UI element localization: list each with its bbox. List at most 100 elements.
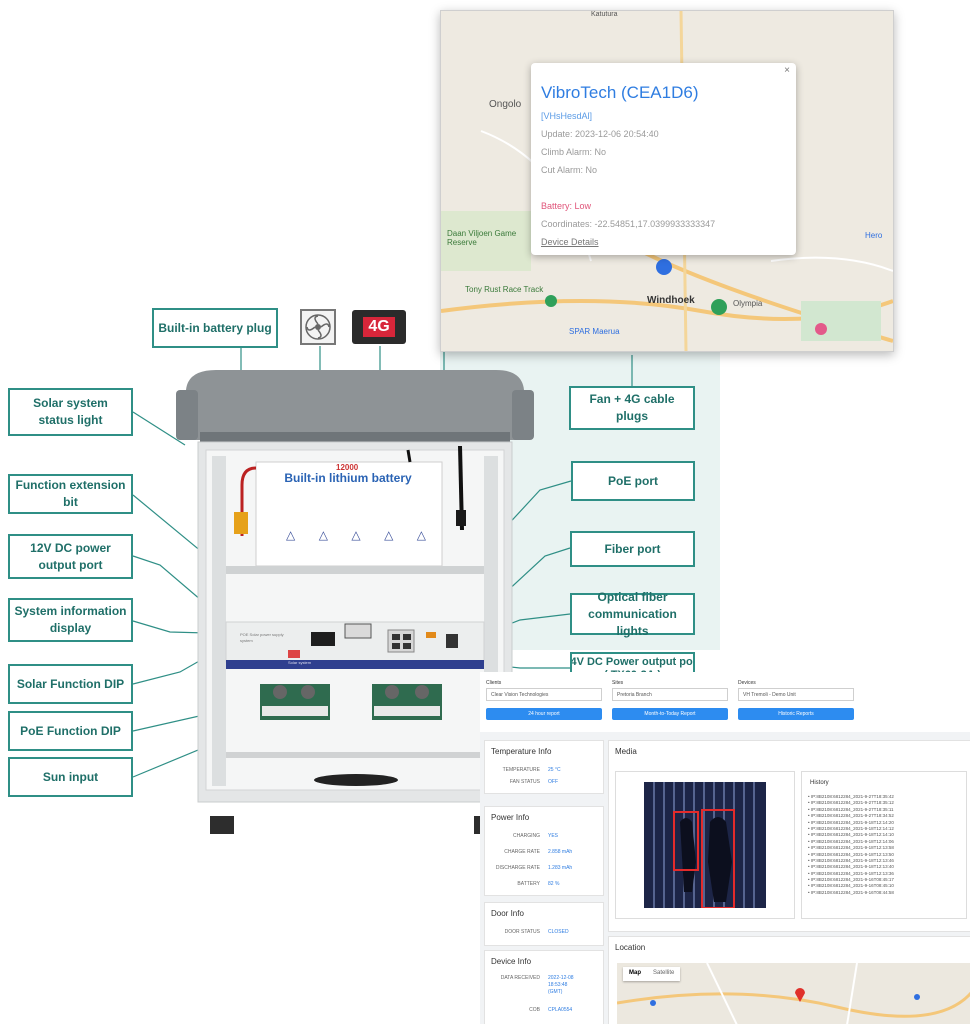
- history-title: History: [810, 780, 829, 786]
- kv-key: COB: [529, 1007, 540, 1013]
- history-item[interactable]: • IP:8B2108:6812284_2021-9-18T12:13:50: [808, 852, 894, 858]
- card-title: Device Info: [491, 957, 531, 966]
- kv-key: CHARGING: [513, 833, 540, 839]
- media-card: Media History • IP:8B2108:6812284_2021-9…: [608, 740, 970, 932]
- kv-value: OFF: [548, 779, 558, 785]
- map-label-race-track: Tony Rust Race Track: [465, 285, 543, 294]
- devices-select[interactable]: VH Tremoli - Demo Unit: [738, 688, 854, 701]
- battery-warning-icons: △ △ △ △ △: [286, 528, 426, 542]
- warning-icon: △: [351, 528, 360, 542]
- camera-snapshot-image[interactable]: [644, 782, 766, 908]
- historic-reports-button[interactable]: Historic Reports: [738, 708, 854, 720]
- history-item[interactable]: • IP:8B2108:6812284_2021-9-16T08:44:58: [808, 890, 894, 896]
- callout-label: Sun input: [43, 769, 98, 786]
- callout-function-extension-bit: Function extension bit: [8, 474, 133, 514]
- warning-icon: △: [417, 528, 426, 542]
- card-title: Door Info: [491, 909, 524, 918]
- clients-select-value: Clear Vision Technologies: [491, 692, 548, 698]
- media-image-frame: [615, 771, 795, 919]
- kv-value: 82 %: [548, 881, 559, 887]
- history-panel: History • IP:8B2108:6812284_2021-9-27T18…: [801, 771, 967, 919]
- kv-key: DATA RECEIVED: [501, 975, 540, 981]
- sites-select-value: Pretoria Branch: [617, 692, 652, 698]
- panel-label: POE Solar power supply system: [240, 632, 296, 644]
- callout-12v-dc-output: 12V DC power output port: [8, 534, 133, 579]
- callout-label: Solar system status light: [14, 395, 127, 429]
- card-title: Location: [615, 943, 645, 952]
- clients-select[interactable]: Clear Vision Technologies: [486, 688, 602, 701]
- kv-value: 2022-12-08 18:53:48 (GMT): [548, 975, 578, 996]
- kv-value: CLOSED: [548, 929, 569, 935]
- strip-label: Solar system: [288, 660, 311, 665]
- map-label-windhoek: Windhoek: [647, 295, 695, 306]
- callout-label: 12V DC power output port: [14, 540, 127, 574]
- kv-value: 1.283 mAh: [548, 865, 572, 871]
- callout-label: Function extension bit: [14, 477, 127, 511]
- popup-close-button[interactable]: ×: [784, 65, 790, 76]
- button-label: 24 hour report: [528, 711, 559, 717]
- kv-value: 2.858 mAh: [548, 849, 572, 855]
- button-label: Historic Reports: [778, 711, 814, 717]
- filter-devices-label: Devices: [738, 680, 756, 686]
- device-map-card[interactable]: Ongolo Daan Viljoen Game Reserve Tony Ru…: [440, 10, 894, 352]
- battery-title: Built-in lithium battery: [268, 471, 428, 485]
- card-title: Power Info: [491, 813, 529, 822]
- history-item[interactable]: • IP:8B2108:6812284_2021-9-18T12:14:20: [808, 820, 894, 826]
- history-item[interactable]: • IP:8B2108:6812284_2021-9-27T18:35:12: [808, 800, 894, 806]
- callout-label: 24V DC Power output port: [570, 656, 695, 669]
- callout-battery-plug: Built-in battery plug: [152, 308, 278, 348]
- popup-id-link[interactable]: [VHsHesdAl]: [541, 111, 592, 121]
- callout-poe-port: PoE port: [571, 461, 695, 501]
- history-item[interactable]: • IP:8B2108:6812284_2021-9-27T18:34:52: [808, 813, 894, 819]
- kv-key: TEMPERATURE: [503, 767, 540, 773]
- map-label-katutura: Katutura: [591, 11, 617, 18]
- sites-select[interactable]: Pretoria Branch: [612, 688, 728, 701]
- callout-solar-status-light: Solar system status light: [8, 388, 133, 436]
- map-tab-map[interactable]: Map: [623, 967, 647, 981]
- devices-select-value: VH Tremoli - Demo Unit: [743, 692, 796, 698]
- map-tab-satellite[interactable]: Satellite: [647, 967, 680, 981]
- 4g-module-icon: 4G: [352, 310, 406, 344]
- device-info-card: Device Info DATA RECEIVED 2022-12-08 18:5…: [484, 950, 604, 1024]
- callout-label: Fiber port: [605, 541, 661, 558]
- popup-title: VibroTech (CEA1D6): [541, 83, 698, 103]
- 24-hour-report-button[interactable]: 24 hour report: [486, 708, 602, 720]
- location-map[interactable]: Map Satellite: [617, 963, 970, 1024]
- popup-coordinates: Coordinates: -22.54851,17.0399933333347: [541, 219, 715, 229]
- month-to-today-report-button[interactable]: Month-to-Today Report: [612, 708, 728, 720]
- warning-icon: △: [384, 528, 393, 542]
- kv-value: 25 °C: [548, 767, 561, 773]
- history-list: • IP:8B2108:6812284_2021-9-27T18:35:42 •…: [808, 794, 894, 896]
- map-label-spar: SPAR Maerua: [569, 327, 620, 336]
- callout-system-info-display: System information display: [8, 598, 133, 642]
- location-card: Location Map Satellite: [608, 936, 970, 1024]
- history-item[interactable]: • IP:8B2108:6812284_2021-9-16T08:45:10: [808, 883, 894, 889]
- history-item[interactable]: • IP:8B2108:6812284_2021-9-18T12:14:10: [808, 832, 894, 838]
- dashboard-panel: Clients Clear Vision Technologies 24 hou…: [480, 672, 970, 1024]
- callout-fiber-port: Fiber port: [570, 531, 695, 567]
- 4g-label: 4G: [363, 317, 394, 337]
- card-title: Media: [615, 747, 637, 756]
- callout-optical-fiber-lights: Optical fiber communication lights: [570, 593, 695, 635]
- history-item[interactable]: • IP:8B2108:6812284_2021-9-18T12:13:58: [808, 845, 894, 851]
- warning-icon: △: [319, 528, 328, 542]
- popup-cut-alarm: Cut Alarm: No: [541, 165, 597, 175]
- popup-battery: Battery: Low: [541, 201, 591, 211]
- kv-key: FAN STATUS: [510, 779, 540, 785]
- callout-label: Fan + 4G cable plugs: [575, 391, 689, 425]
- callout-label: Optical fiber communication lights: [576, 589, 689, 640]
- popup-device-details-link[interactable]: Device Details: [541, 237, 599, 247]
- callout-label: System information display: [14, 603, 127, 637]
- popup-climb-alarm: Climb Alarm: No: [541, 147, 606, 157]
- map-label-reserve: Daan Viljoen Game Reserve: [447, 229, 517, 247]
- door-info-card: Door Info DOOR STATUSCLOSED: [484, 902, 604, 946]
- history-item[interactable]: • IP:8B2108:6812284_2021-9-18T12:13:40: [808, 864, 894, 870]
- kv-key: BATTERY: [517, 881, 540, 887]
- popup-update: Update: 2023-12-06 20:54:40: [541, 129, 659, 139]
- callout-poe-function-dip: PoE Function DIP: [8, 711, 133, 751]
- fan-icon: [300, 309, 336, 345]
- warning-icon: △: [286, 528, 295, 542]
- kv-value: YES: [548, 833, 558, 839]
- button-label: Month-to-Today Report: [644, 711, 695, 717]
